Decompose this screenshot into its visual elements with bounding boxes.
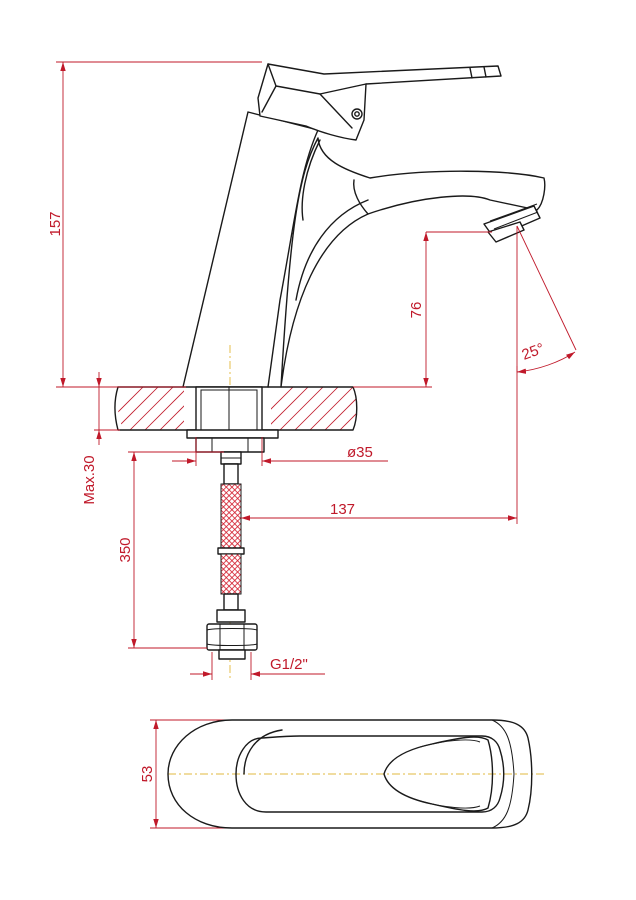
dim-label-76: 76: [408, 302, 425, 319]
countertop-section: [114, 386, 358, 453]
faucet-plan-view: [167, 719, 545, 829]
faucet-spout: [280, 137, 546, 388]
faucet-lever-handle: [257, 63, 502, 141]
dimension-lines: [56, 61, 577, 829]
hose-hex-fitting: [206, 623, 258, 651]
dim-label-350: 350: [117, 537, 134, 562]
mounting-nut: [195, 437, 265, 453]
dim-label-angle: 25°: [520, 340, 547, 364]
braided-hose: [220, 483, 242, 549]
plan-body-outline: [167, 719, 533, 829]
dimension-labels: 157 76 Max.30 ø35 137 350 G1/2" 25° 53: [47, 211, 547, 782]
plan-lever-outline: [235, 735, 505, 813]
dim-label-157: 157: [47, 211, 64, 236]
dim-label-diameter: ø35: [347, 444, 373, 461]
mounting-washer: [186, 429, 279, 439]
dim-label-53: 53: [139, 766, 156, 783]
flex-hose: [206, 451, 258, 660]
dim-label-thread: G1/2": [270, 656, 308, 673]
dim-label-max30: Max.30: [81, 455, 98, 504]
dim-label-137: 137: [330, 501, 355, 518]
faucet-side-view: [182, 63, 546, 680]
